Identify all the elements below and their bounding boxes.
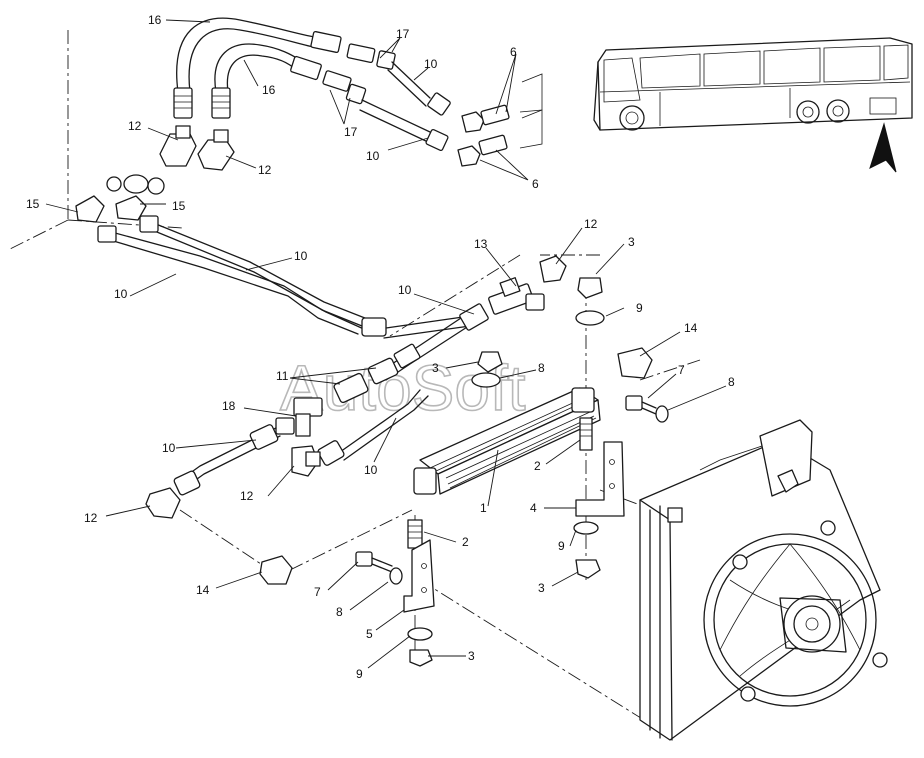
label-10: 10 bbox=[364, 463, 378, 477]
label-2: 2 bbox=[462, 535, 469, 549]
tee-18 bbox=[145, 397, 323, 519]
label-9: 9 bbox=[558, 539, 565, 553]
label-8: 8 bbox=[336, 605, 343, 619]
label-4: 4 bbox=[530, 501, 537, 515]
mount-right bbox=[471, 277, 625, 579]
label-12: 12 bbox=[128, 119, 142, 133]
label-14: 14 bbox=[684, 321, 698, 335]
radiator-fan bbox=[639, 419, 888, 741]
elbow-6-set bbox=[457, 73, 543, 167]
label-3: 3 bbox=[432, 361, 439, 375]
label-17: 17 bbox=[344, 125, 358, 139]
label-15: 15 bbox=[172, 199, 186, 213]
label-10: 10 bbox=[424, 57, 438, 71]
pipe-10-left bbox=[97, 215, 471, 339]
label-16: 16 bbox=[148, 13, 162, 27]
label-8: 8 bbox=[538, 361, 545, 375]
label-8: 8 bbox=[728, 375, 735, 389]
label-16: 16 bbox=[262, 83, 276, 97]
label-12: 12 bbox=[258, 163, 272, 177]
elbow-15-set bbox=[75, 174, 165, 223]
elbow-12-top bbox=[159, 125, 235, 171]
label-14: 14 bbox=[196, 583, 210, 597]
label-6: 6 bbox=[510, 45, 517, 59]
label-12: 12 bbox=[84, 511, 98, 525]
pipe-10-top bbox=[359, 61, 451, 152]
label-3: 3 bbox=[628, 235, 635, 249]
hose-16-outer bbox=[173, 17, 321, 119]
label-12: 12 bbox=[240, 489, 254, 503]
label-10: 10 bbox=[398, 283, 412, 297]
label-10: 10 bbox=[114, 287, 128, 301]
label-11: 11 bbox=[276, 369, 289, 383]
elbow-14-set bbox=[259, 347, 653, 585]
part-labels: 16 16 17 17 10 10 6 6 12 12 15 15 10 10 … bbox=[26, 13, 735, 681]
tee-13 bbox=[379, 255, 567, 381]
bus-inset bbox=[593, 37, 913, 173]
mount-left bbox=[355, 395, 669, 667]
label-6: 6 bbox=[532, 177, 539, 191]
label-15: 15 bbox=[26, 197, 40, 211]
label-7: 7 bbox=[314, 585, 321, 599]
label-18: 18 bbox=[222, 399, 236, 413]
hose-16-inner bbox=[211, 43, 301, 119]
label-13: 13 bbox=[474, 237, 488, 251]
label-12: 12 bbox=[584, 217, 598, 231]
oil-cooler bbox=[413, 387, 601, 495]
label-10: 10 bbox=[294, 249, 308, 263]
fitting-11 bbox=[317, 357, 429, 466]
label-1: 1 bbox=[480, 501, 487, 515]
label-3: 3 bbox=[538, 581, 545, 595]
label-10: 10 bbox=[162, 441, 176, 455]
leader-lines bbox=[45, 19, 727, 669]
label-17: 17 bbox=[396, 27, 410, 41]
label-5: 5 bbox=[366, 627, 373, 641]
label-3: 3 bbox=[468, 649, 475, 663]
label-9: 9 bbox=[356, 667, 363, 681]
label-10: 10 bbox=[366, 149, 380, 163]
label-9: 9 bbox=[636, 301, 643, 315]
label-2: 2 bbox=[534, 459, 541, 473]
fitting-17-set bbox=[290, 30, 396, 105]
label-7: 7 bbox=[678, 363, 685, 377]
